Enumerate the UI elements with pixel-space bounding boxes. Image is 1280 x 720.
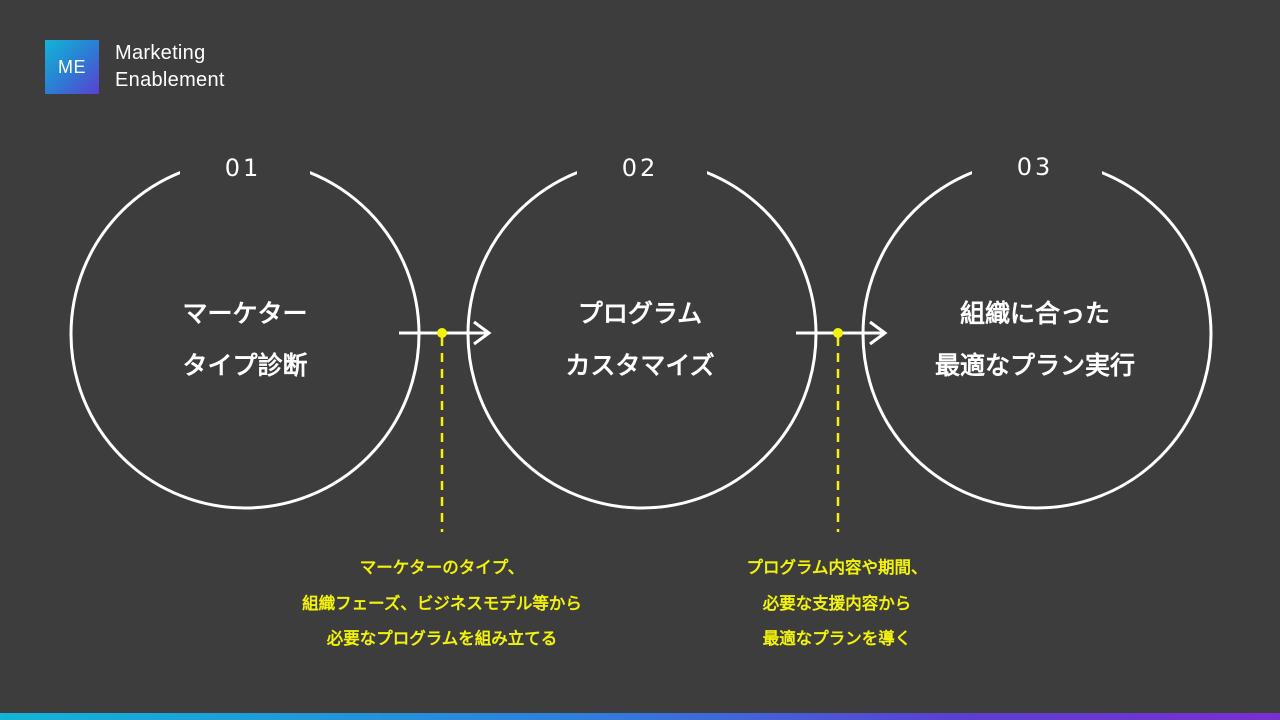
note-01-line2: 組織フェーズ、ビジネスモデル等から <box>302 593 582 613</box>
connector-02 <box>833 328 843 532</box>
step-02-title-line2: カスタマイズ <box>565 351 714 380</box>
step-02-title-line1: プログラム <box>578 299 702 328</box>
connector-01-dot <box>437 328 447 338</box>
note-01-line3: 必要なプログラムを組み立てる <box>326 629 558 648</box>
step-03-title-line2: 最適なプラン実行 <box>935 351 1135 380</box>
note-02-line1: プログラム内容や期間、 <box>746 558 928 577</box>
connector-02-dot <box>833 328 843 338</box>
brand-logo: ME Marketing Enablement <box>45 40 225 94</box>
note-01-line1: マーケターのタイプ、 <box>359 558 525 577</box>
step-02: 02 プログラム カスタマイズ <box>466 154 818 510</box>
step-03: 03 組織に合った 最適なプラン実行 <box>861 153 1213 510</box>
step-03-title-line1: 組織に合った <box>960 299 1110 328</box>
connector-01 <box>437 328 447 532</box>
step-01-circle <box>69 158 421 510</box>
note-01: マーケターのタイプ、 組織フェーズ、ビジネスモデル等から 必要なプログラムを組み… <box>232 550 652 657</box>
step-01-title-line2: タイプ診断 <box>182 351 307 380</box>
step-01-title-line1: マーケター <box>182 299 307 328</box>
step-01-number: 01 <box>225 154 262 182</box>
step-03-circle <box>861 158 1213 510</box>
brand-mark: ME <box>45 40 99 94</box>
brand-name-line2: Enablement <box>115 69 225 91</box>
note-02-line2: 必要な支援内容から <box>762 593 912 613</box>
step-03-number: 03 <box>1017 153 1054 181</box>
step-02-circle <box>466 158 818 510</box>
note-02: プログラム内容や期間、 必要な支援内容から 最適なプランを導く <box>627 550 1047 657</box>
brand-name: Marketing Enablement <box>115 40 225 94</box>
step-02-number: 02 <box>622 154 659 182</box>
note-02-line3: 最適なプランを導く <box>762 629 912 648</box>
brand-name-line1: Marketing <box>115 42 206 64</box>
step-01: 01 マーケター タイプ診断 <box>69 154 421 510</box>
bottom-gradient-bar <box>0 713 1280 720</box>
